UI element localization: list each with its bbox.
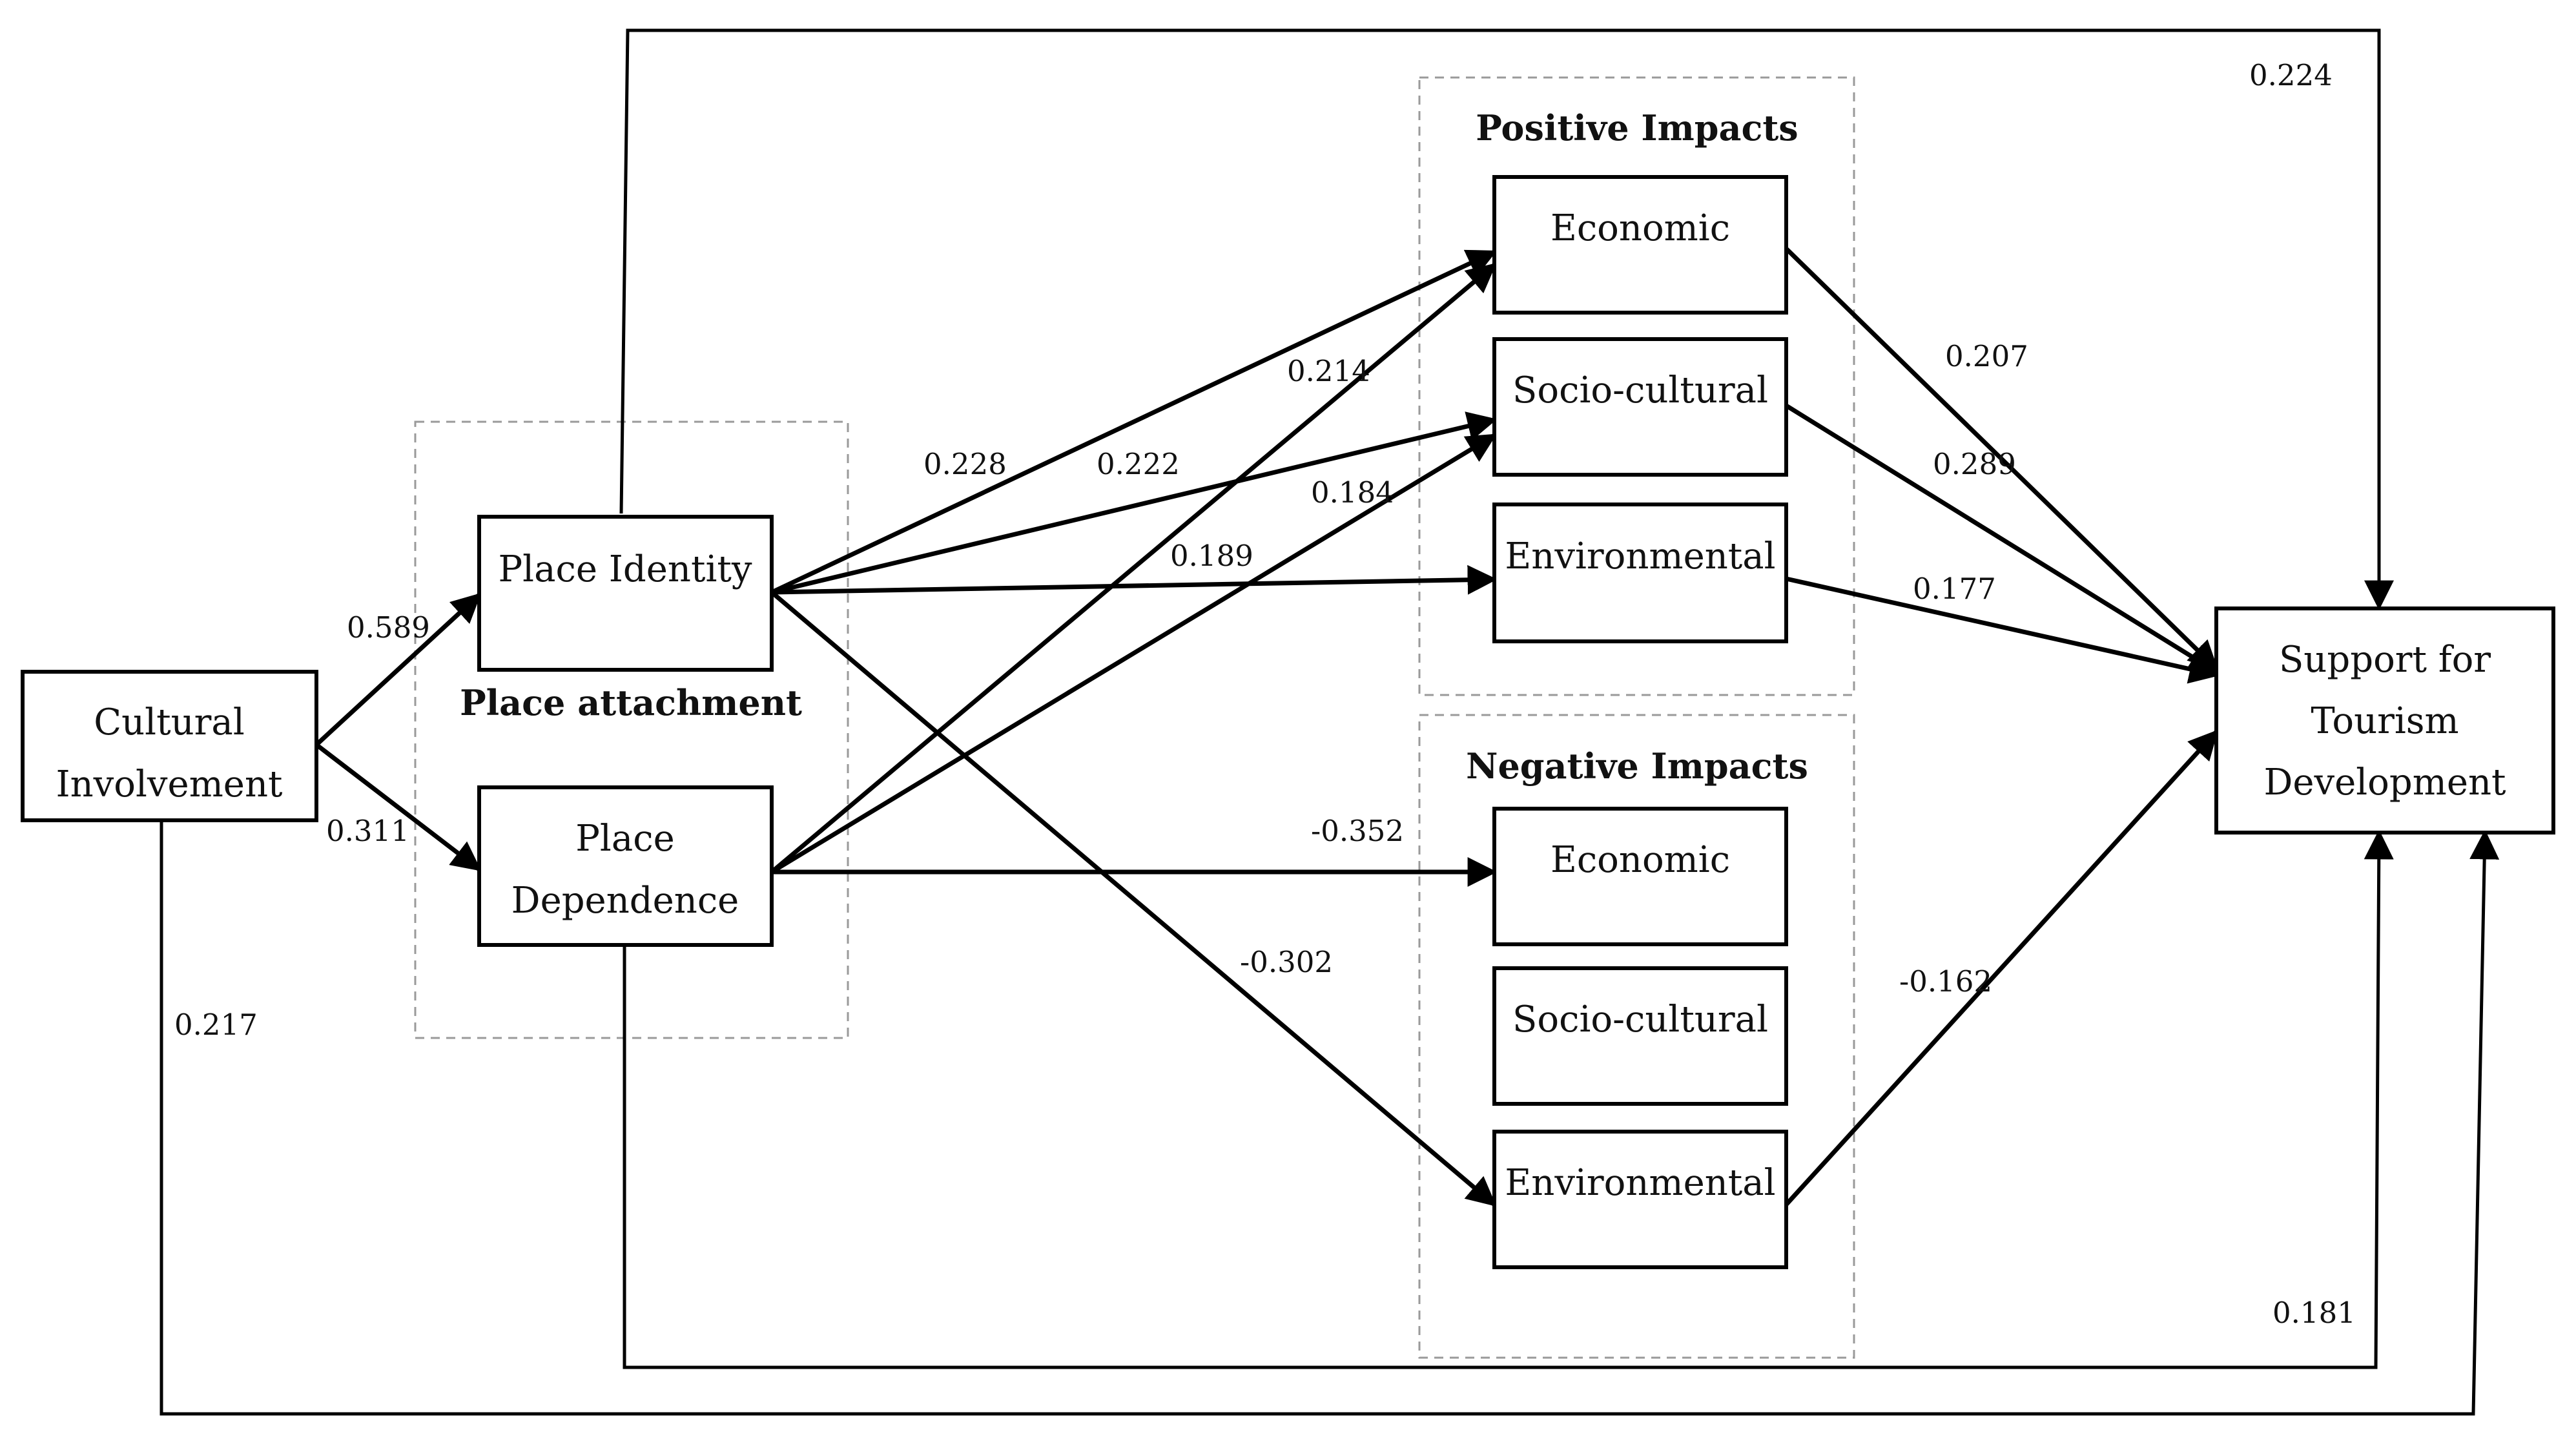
place-attachment-label: Place attachment bbox=[460, 682, 802, 723]
coef-pi-pos-sociocultural: 0.222 bbox=[1097, 447, 1180, 481]
node-label: Development bbox=[2263, 762, 2506, 803]
coef-pi-pos-economic: 0.228 bbox=[923, 447, 1007, 481]
coef-ci-pi: 0.589 bbox=[347, 610, 430, 645]
path-pd-support bbox=[623, 829, 2394, 1369]
node-negative-environmental: Environmental bbox=[1492, 1130, 1788, 1269]
node-label: Place bbox=[575, 818, 674, 860]
node-label: Cultural bbox=[94, 701, 244, 743]
cultural-involvement-box bbox=[21, 670, 318, 822]
node-label: Tourism bbox=[2311, 700, 2458, 742]
node-positive-environmental: Environmental bbox=[1492, 503, 1788, 643]
positive-impacts-group bbox=[1418, 76, 1855, 696]
place-attachment-group bbox=[414, 420, 849, 1039]
node-label: Place Identity bbox=[498, 548, 752, 590]
path-pi-support bbox=[619, 28, 2394, 610]
path-pd-pos-sociocultural bbox=[770, 433, 1497, 874]
place-dependence-box bbox=[477, 785, 774, 947]
node-negative-sociocultural: Socio-cultural bbox=[1492, 966, 1788, 1106]
negative-impacts-label: Negative Impacts bbox=[1466, 745, 1808, 787]
path-neg-environmental-support bbox=[1784, 729, 2219, 1207]
node-positive-economic: Economic bbox=[1492, 175, 1788, 315]
coef-pi-pos-environmental: 0.189 bbox=[1170, 539, 1253, 573]
negative-impacts-group bbox=[1418, 714, 1855, 1359]
node-label: Support for bbox=[2279, 639, 2491, 681]
coef-pd-neg-economic: -0.352 bbox=[1311, 814, 1404, 848]
coef-neg-environmental-support: -0.162 bbox=[1899, 964, 1992, 999]
node-place-dependence: Place Dependence bbox=[477, 785, 774, 947]
path-ci-pd bbox=[314, 743, 482, 871]
node-label: Environmental bbox=[1505, 1162, 1775, 1204]
path-pd-pos-economic bbox=[770, 263, 1497, 874]
coef-pi-support: 0.224 bbox=[2249, 58, 2333, 92]
negative-sociocultural-box bbox=[1492, 966, 1788, 1106]
node-negative-economic: Economic bbox=[1492, 807, 1788, 946]
coef-ci-pd: 0.311 bbox=[326, 814, 409, 848]
coef-pd-pos-economic: 0.214 bbox=[1287, 354, 1370, 388]
place-identity-box bbox=[477, 515, 774, 672]
node-positive-sociocultural: Socio-cultural bbox=[1492, 337, 1788, 477]
path-lines bbox=[160, 28, 2500, 1416]
path-pi-pos-sociocultural bbox=[771, 411, 1498, 595]
path-pos-environmental-support bbox=[1786, 576, 2220, 684]
node-label: Economic bbox=[1551, 207, 1730, 249]
path-pi-neg-environmental bbox=[770, 590, 1497, 1207]
node-place-identity: Place Identity bbox=[477, 515, 774, 672]
coef-pos-economic-support: 0.207 bbox=[1945, 339, 2028, 373]
negative-economic-box bbox=[1492, 807, 1788, 946]
path-pi-pos-economic bbox=[770, 249, 1498, 595]
positive-economic-box bbox=[1492, 175, 1788, 315]
positive-sociocultural-box bbox=[1492, 337, 1788, 477]
coef-pos-environmental-support: 0.177 bbox=[1913, 572, 1996, 606]
node-label: Socio-cultural bbox=[1512, 369, 1768, 411]
negative-environmental-box bbox=[1492, 1130, 1788, 1269]
node-label: Involvement bbox=[56, 763, 283, 805]
path-pos-sociocultural-support bbox=[1785, 404, 2219, 674]
coef-pd-support: 0.181 bbox=[2272, 1296, 2356, 1330]
coef-ci-support: 0.217 bbox=[174, 1008, 258, 1042]
path-ci-support bbox=[160, 820, 2500, 1416]
path-pi-pos-environmental bbox=[771, 565, 1498, 595]
coef-pos-sociocultural-support: 0.289 bbox=[1933, 447, 2016, 481]
node-label: Environmental bbox=[1505, 535, 1775, 577]
path-coefficients: 0.589 0.311 0.228 0.222 0.189 0.214 0.18… bbox=[174, 58, 2356, 1330]
node-support-tourism-development: Support for Tourism Development bbox=[2214, 606, 2555, 835]
support-box bbox=[2214, 606, 2555, 835]
node-cultural-involvement: Cultural Involvement bbox=[21, 670, 318, 822]
positive-impacts-label: Positive Impacts bbox=[1476, 107, 1798, 149]
coef-pi-neg-environmental: -0.302 bbox=[1240, 945, 1333, 979]
node-label: Economic bbox=[1551, 839, 1730, 881]
positive-environmental-box bbox=[1492, 503, 1788, 643]
coef-pd-pos-sociocultural: 0.184 bbox=[1311, 475, 1394, 510]
node-label: Dependence bbox=[511, 880, 739, 922]
node-label: Socio-cultural bbox=[1512, 999, 1768, 1041]
path-ci-pi bbox=[314, 592, 482, 747]
path-pos-economic-support bbox=[1784, 247, 2219, 671]
